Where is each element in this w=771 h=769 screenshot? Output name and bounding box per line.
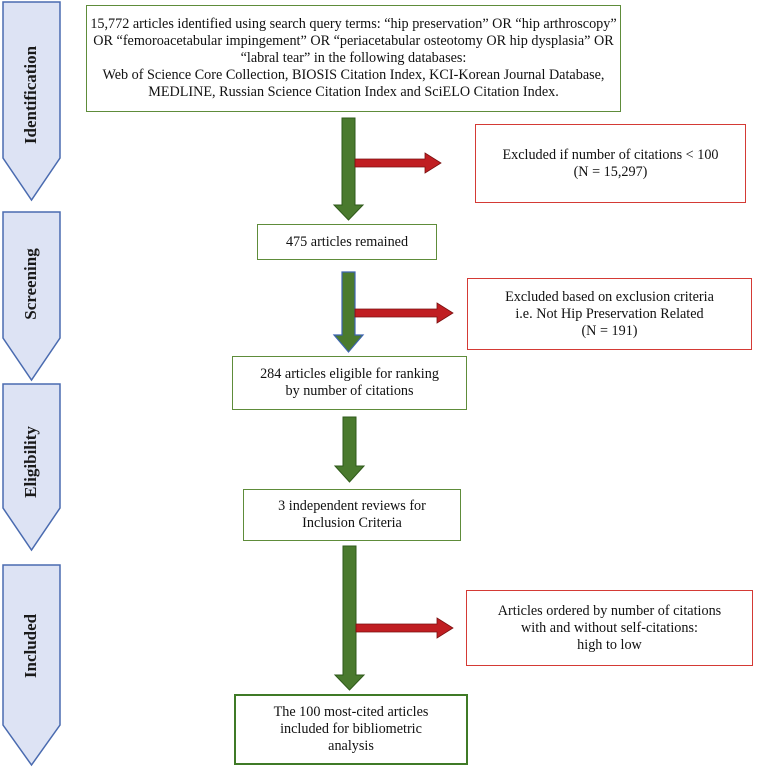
search-query-box: 15,772 articles identified using search … — [86, 5, 621, 112]
stage-chevron-eligibility — [2, 383, 61, 552]
independent-reviews-box: 3 independent reviews for Inclusion Crit… — [243, 489, 461, 541]
stage-chevron-screening — [2, 211, 61, 382]
stage-chevron-identification — [2, 1, 61, 202]
down-arrow-2 — [332, 271, 365, 353]
stage-label-included: Included — [21, 613, 40, 679]
articles-remained-box: 475 articles remained — [257, 224, 437, 260]
stage-chevron-included — [2, 564, 61, 767]
side-arrow-3 — [355, 617, 454, 639]
side-arrow-1 — [354, 152, 442, 174]
excluded-criteria-box: Excluded based on exclusion criteria i.e… — [467, 278, 752, 350]
stage-label-screening: Screening — [21, 248, 40, 320]
down-arrow-3 — [333, 416, 366, 483]
side-arrow-2 — [354, 302, 454, 324]
most-cited-articles-box: The 100 most-cited articles included for… — [234, 694, 468, 765]
stage-label-identification: Identification — [21, 45, 40, 145]
stage-label-eligibility: Eligibility — [21, 426, 40, 498]
down-arrow-4 — [333, 545, 366, 691]
articles-ordered-box: Articles ordered by number of citations … — [466, 590, 753, 666]
eligible-articles-box: 284 articles eligible for ranking by num… — [232, 356, 467, 410]
down-arrow-1 — [332, 117, 365, 221]
excluded-citations-box: Excluded if number of citations < 100 (N… — [475, 124, 746, 203]
